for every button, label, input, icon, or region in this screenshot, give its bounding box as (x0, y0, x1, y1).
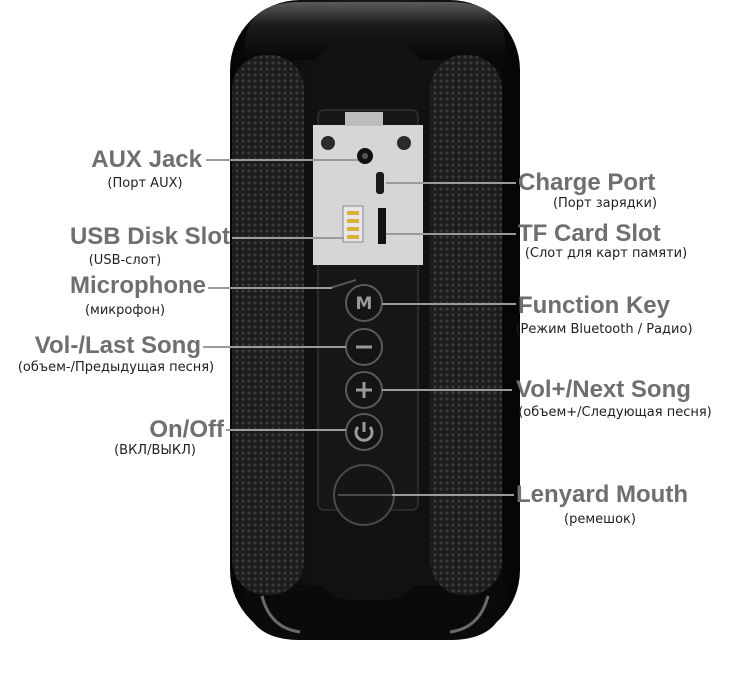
vol-last-song-subtitle: (объем-/Предыдущая песня) (17, 360, 215, 375)
leader-usb (232, 237, 344, 239)
leader-vol-plus (382, 389, 512, 391)
svg-text:M: M (356, 294, 373, 314)
function-key-title: Function Key (518, 292, 671, 319)
top-cap (245, 2, 505, 60)
vol-next-song-title: Vol+/Next Song (516, 376, 691, 403)
bottom-cap (245, 585, 505, 640)
charge-port-title: Charge Port (518, 169, 656, 196)
on-off-subtitle: (ВКЛ/ВЫКЛ) (114, 443, 196, 458)
button-m: M (345, 284, 383, 322)
button-power (345, 413, 383, 451)
button-minus (345, 328, 383, 366)
vol-last-song-title: Vol-/Last Song (34, 332, 201, 359)
leader-tf (386, 233, 516, 235)
leader-vol-minus (203, 346, 346, 348)
aux-jack-title: AUX Jack (91, 146, 202, 173)
leader-onoff (226, 429, 346, 431)
vol-next-song-subtitle: (объем+/Следующая песня) (518, 405, 712, 420)
microphone-title: Microphone (70, 272, 206, 299)
leader-mic (208, 287, 332, 289)
right-fabric-grille (430, 55, 502, 595)
charge-port-subtitle: (Порт зарядки) (552, 196, 658, 211)
leader-function (382, 303, 516, 305)
tf-card-slot-hole (378, 208, 386, 244)
lenyard-mouth-title: Lenyard Mouth (516, 481, 688, 508)
function-key-subtitle: (Режим Bluetooth / Радио) (515, 322, 693, 337)
leader-charge (386, 182, 516, 184)
usb-disk-slot-title: USB Disk Slot (69, 223, 230, 250)
tf-card-slot-subtitle: (Слот для карт памяти) (524, 246, 688, 261)
leader-lanyard (392, 494, 514, 496)
charge-port-hole (376, 172, 384, 194)
microphone-subtitle: (микрофон) (84, 303, 166, 318)
on-off-title: On/Off (149, 416, 224, 443)
aux-jack-subtitle: (Порт AUX) (107, 176, 183, 191)
lenyard-mouth-subtitle: (ремешок) (564, 512, 636, 527)
tf-card-slot-title: TF Card Slot (518, 220, 661, 247)
left-fabric-grille (232, 55, 304, 595)
leader-aux (206, 159, 358, 161)
usb-disk-slot-subtitle: (USB-слот) (88, 253, 162, 268)
button-plus (345, 371, 383, 409)
